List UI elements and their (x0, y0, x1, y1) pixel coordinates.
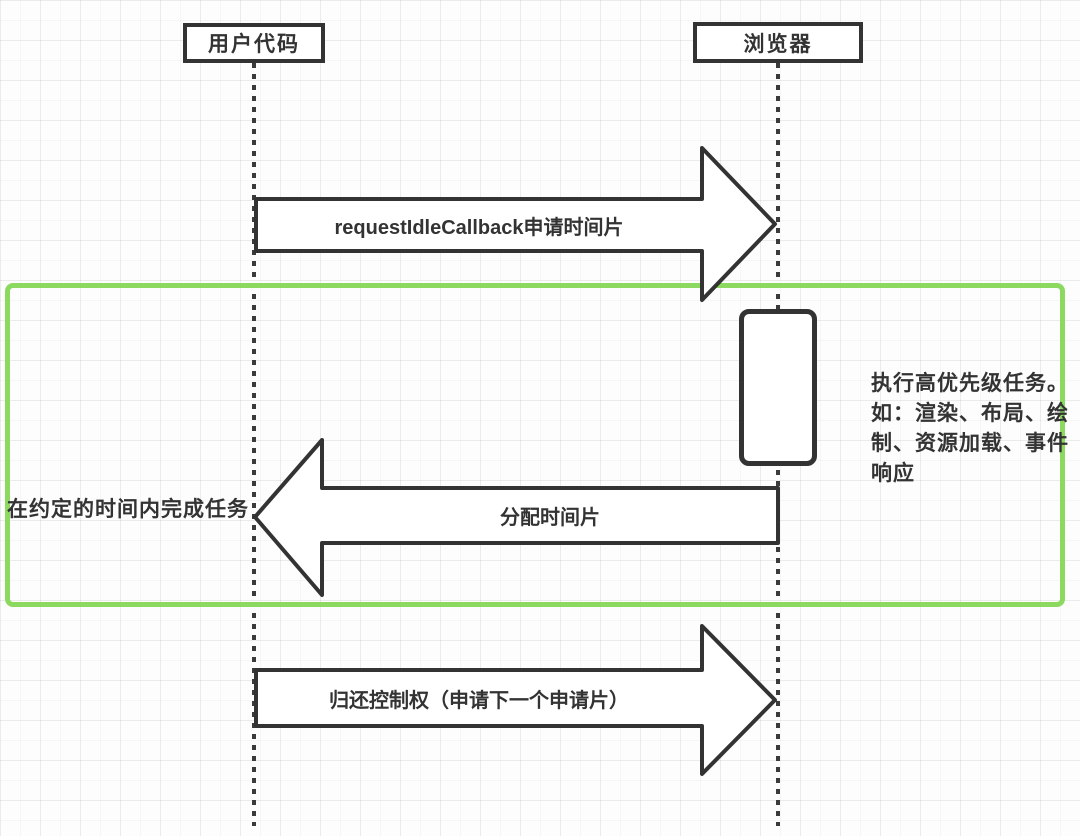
message-label-allocate: 分配时间片 (500, 507, 600, 529)
actor-box-browser: 浏览器 (693, 22, 863, 63)
note-high-priority-line-4: 响应 (871, 462, 915, 485)
note-high-priority-line-2: 如：渲染、布局、绘 (871, 402, 1069, 425)
note-high-priority-line-3: 制、资源加载、事件 (871, 432, 1069, 455)
message-label-request: requestIdleCallback申请时间片 (334, 216, 624, 239)
message-label-return: 归还控制权（申请下一个申请片） (329, 689, 629, 712)
note-high-priority-line-1: 执行高优先级任务。 (871, 372, 1069, 395)
browser-activation-bar (739, 309, 817, 466)
actor-label-user-code: 用户代码 (208, 33, 300, 56)
actor-box-user-code: 用户代码 (183, 23, 325, 63)
note-high-priority-tasks: 执行高优先级任务。 如：渲染、布局、绘 制、资源加载、事件 响应 (871, 369, 1071, 489)
note-finish-in-time: 在约定的时间内完成任务 (7, 498, 249, 521)
actor-label-browser: 浏览器 (743, 32, 813, 56)
